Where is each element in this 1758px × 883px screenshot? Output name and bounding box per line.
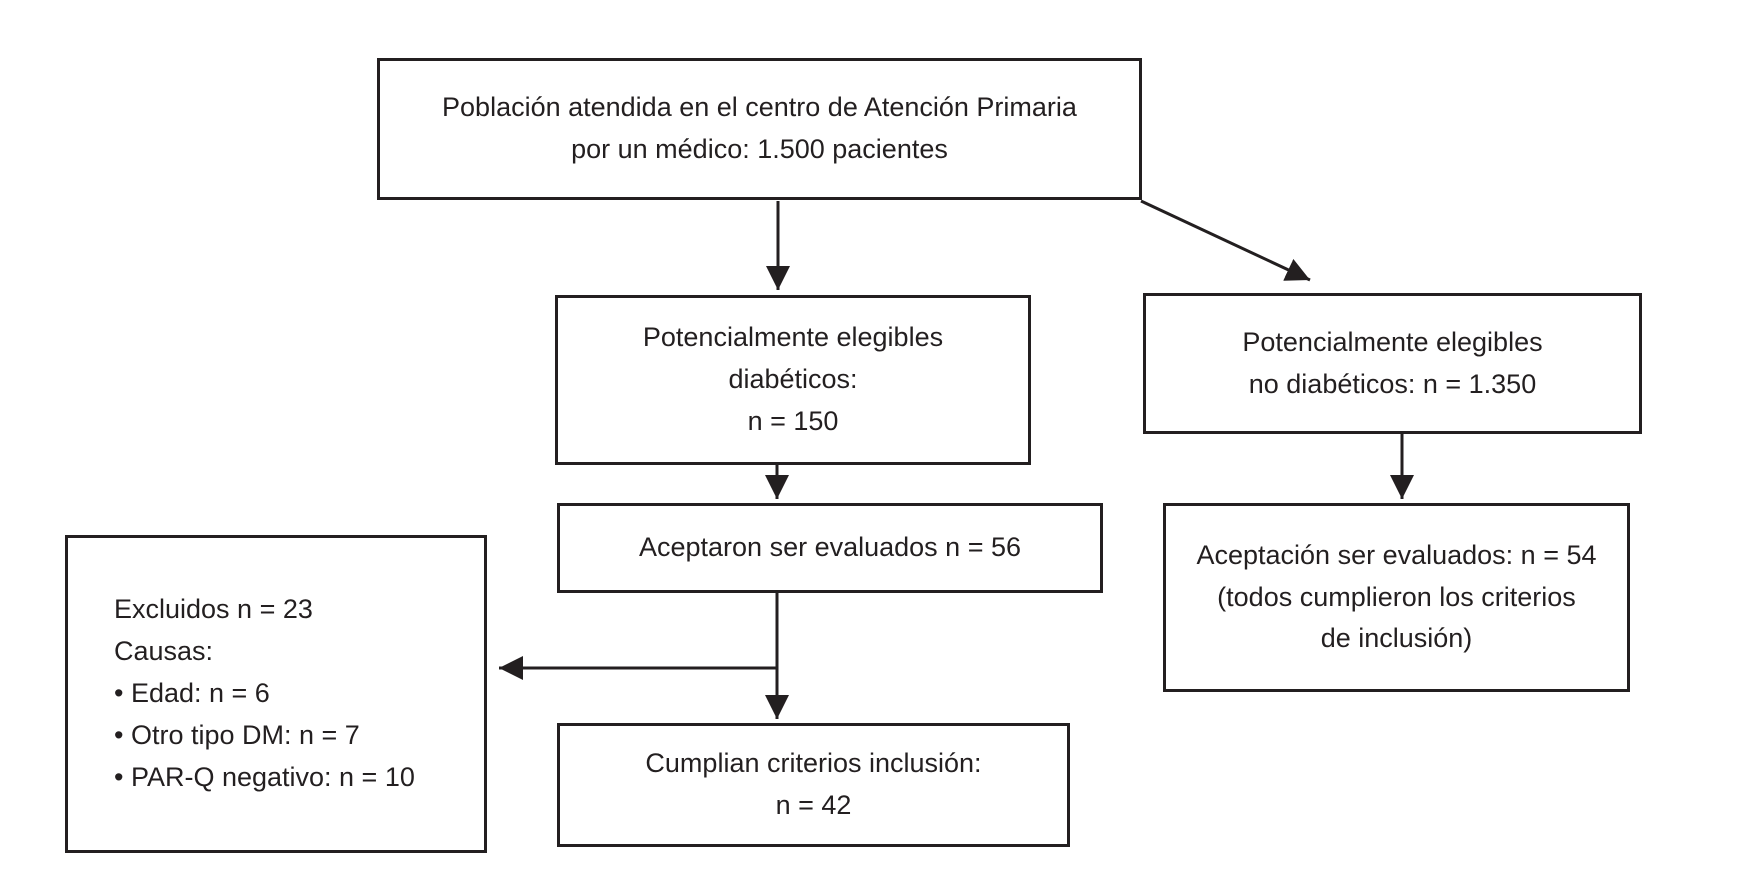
node-excluded: Excluidos n = 23 Causas: • Edad: n = 6 •…	[65, 535, 487, 853]
node-accepted-evaluation-text: Aceptaron ser evaluados n = 56	[638, 532, 1021, 563]
arrow-population-to-no-diabeticos	[1140, 199, 1311, 282]
node-eligible-non-diabetics: Potencialmente elegibles no diabéticos: …	[1143, 293, 1642, 434]
node-accepted-evaluation: Aceptaron ser evaluados n = 56	[557, 503, 1103, 593]
node-met-inclusion-criteria: Cumplian criterios inclusión: n = 42	[557, 723, 1070, 847]
node-eligible-diabetics: Potencialmente elegibles diabéticos: n =…	[555, 295, 1031, 465]
node-eligible-non-diabetics-text: Potencialmente elegibles no diabéticos: …	[1242, 326, 1543, 399]
node-accepted-evaluation-non-diabetics-text: Aceptación ser evaluados: n = 54 (todos …	[1196, 539, 1597, 654]
node-population-text: Población atendida en el centro de Atenc…	[442, 92, 1077, 164]
node-excluded-text: Excluidos n = 23 Causas: • Edad: n = 6 •…	[114, 594, 415, 792]
node-accepted-evaluation-non-diabetics: Aceptación ser evaluados: n = 54 (todos …	[1163, 503, 1630, 692]
node-population: Población atendida en el centro de Atenc…	[377, 58, 1142, 200]
node-eligible-diabetics-text: Potencialmente elegibles diabéticos: n =…	[642, 322, 944, 436]
node-met-inclusion-criteria-text: Cumplian criterios inclusión: n = 42	[645, 748, 982, 820]
